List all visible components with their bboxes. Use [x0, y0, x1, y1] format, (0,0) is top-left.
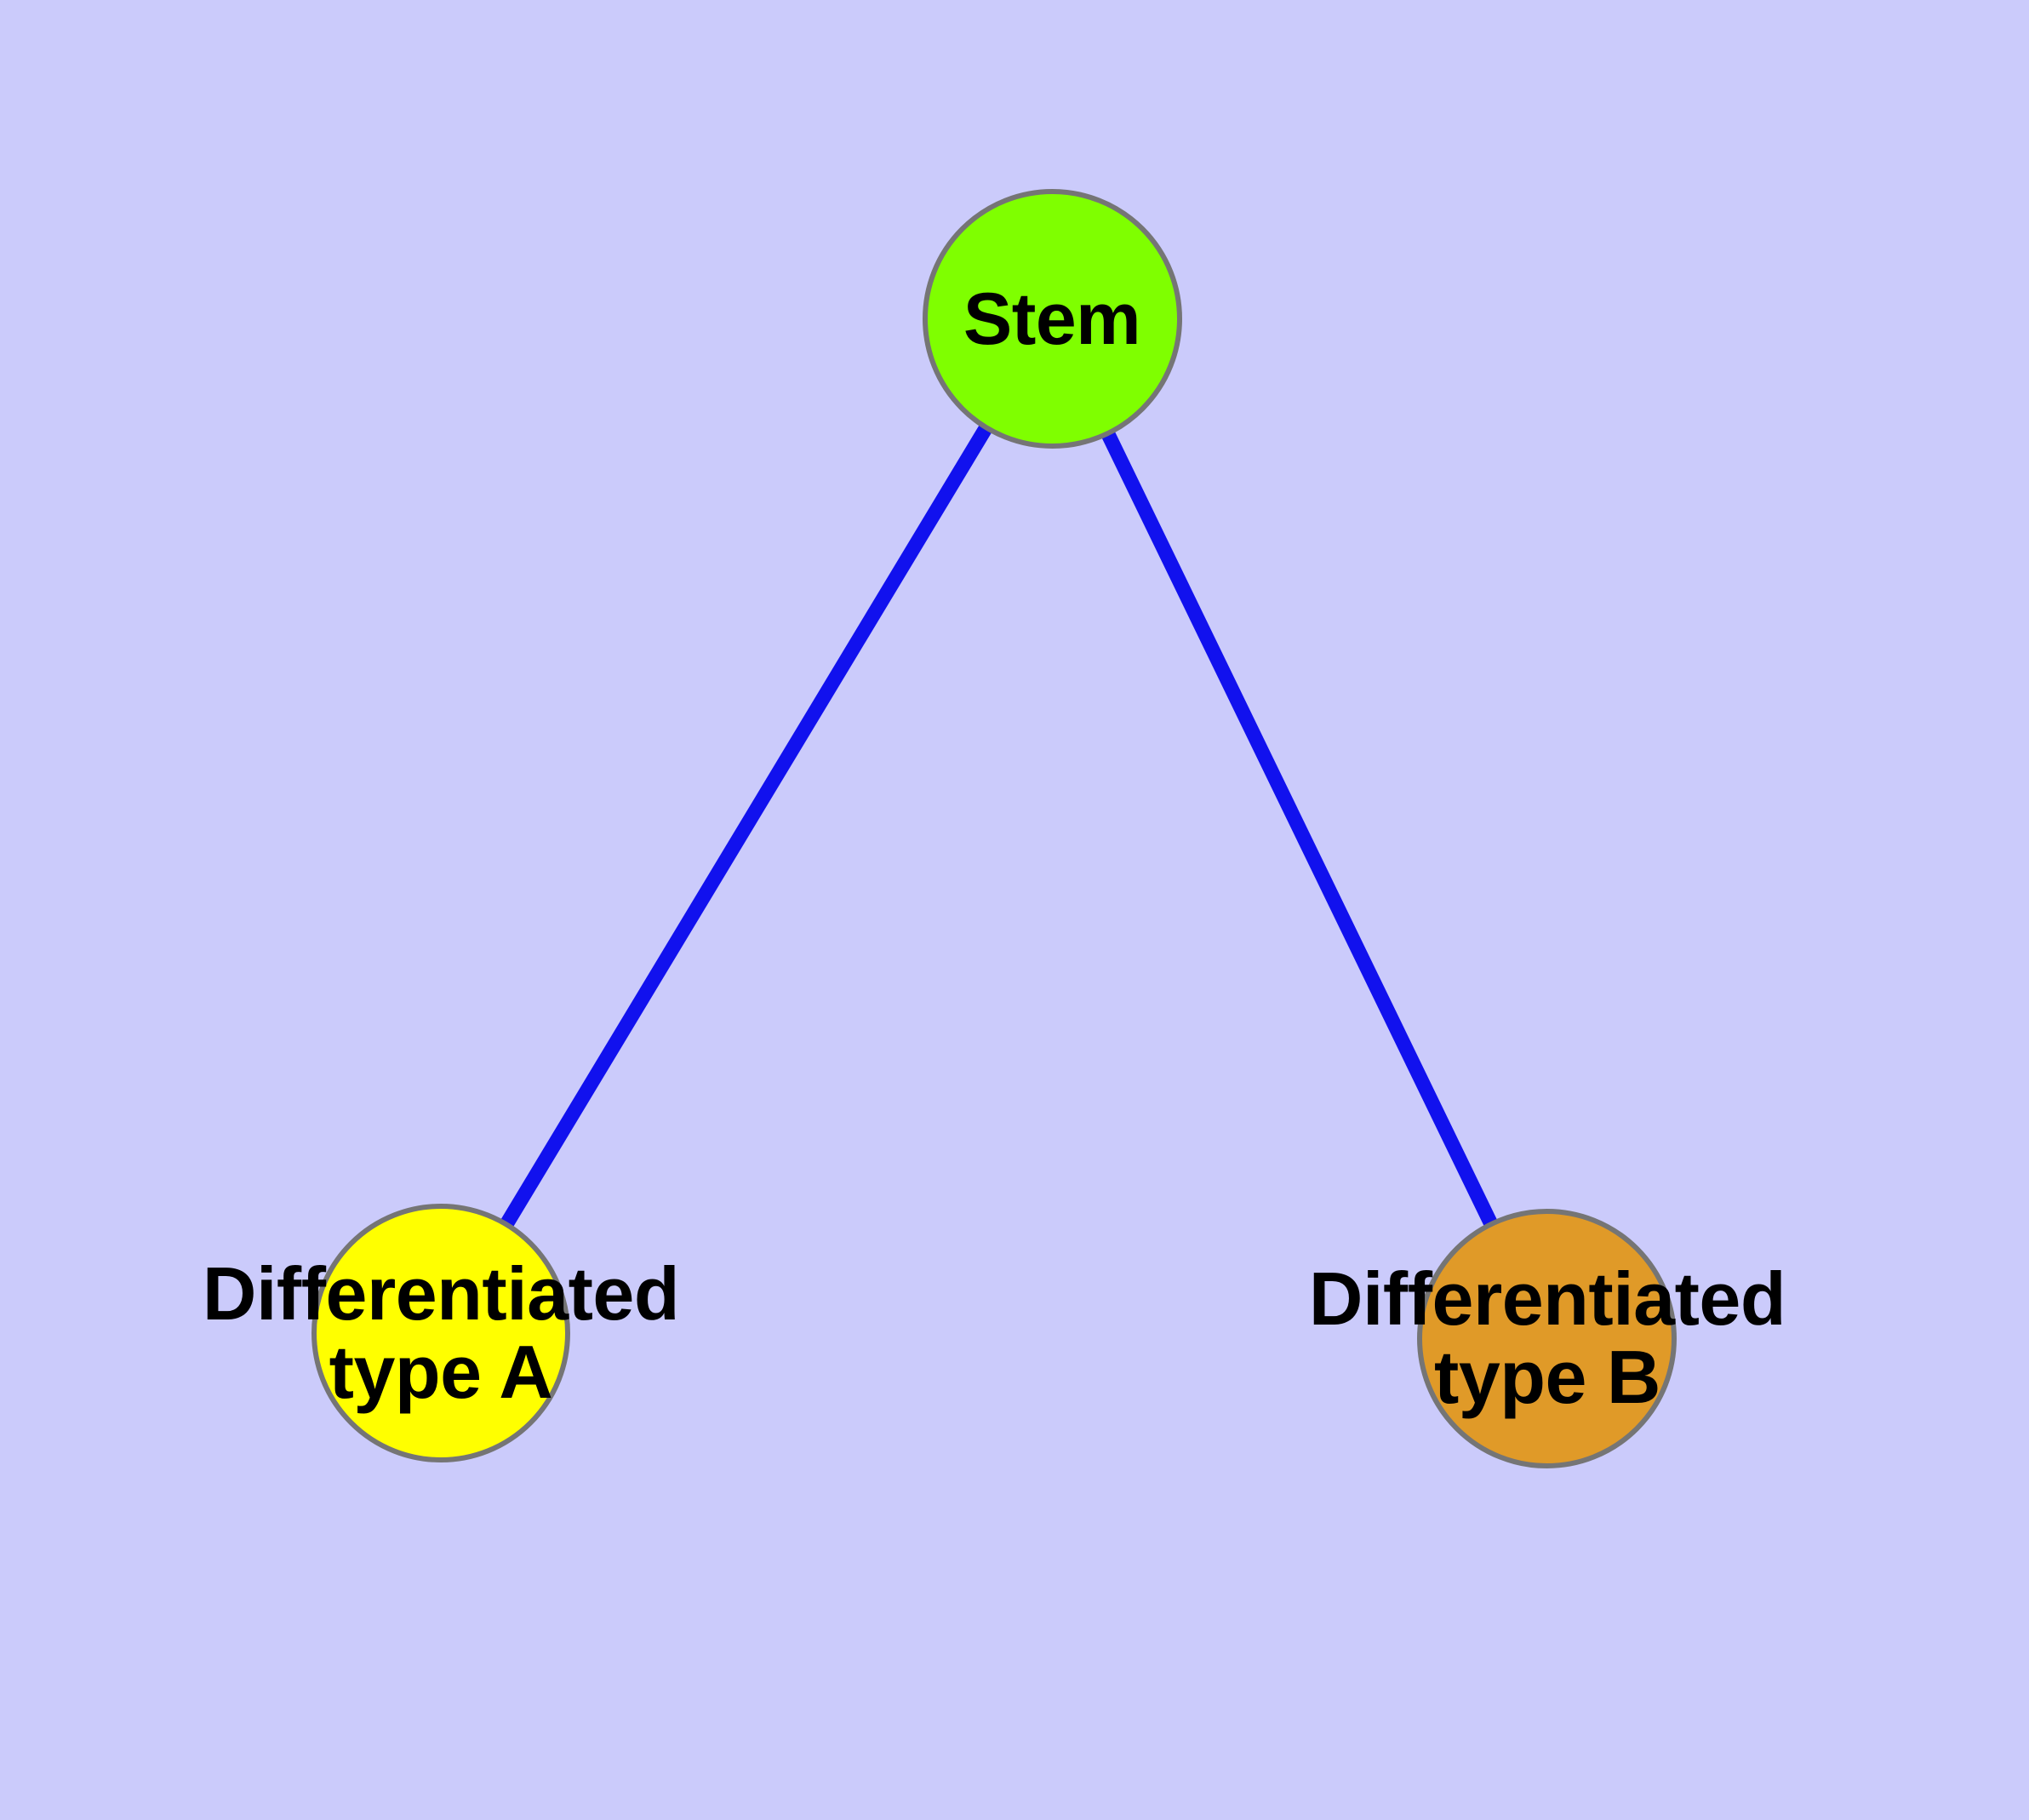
- node-differentiated-type-a[interactable]: [311, 1204, 570, 1462]
- edge-stem-to-diff-a: [434, 314, 1059, 1337]
- node-stem[interactable]: [923, 189, 1182, 449]
- edge-stem-to-diff-b: [1045, 315, 1553, 1342]
- node-differentiated-type-b[interactable]: [1417, 1209, 1677, 1468]
